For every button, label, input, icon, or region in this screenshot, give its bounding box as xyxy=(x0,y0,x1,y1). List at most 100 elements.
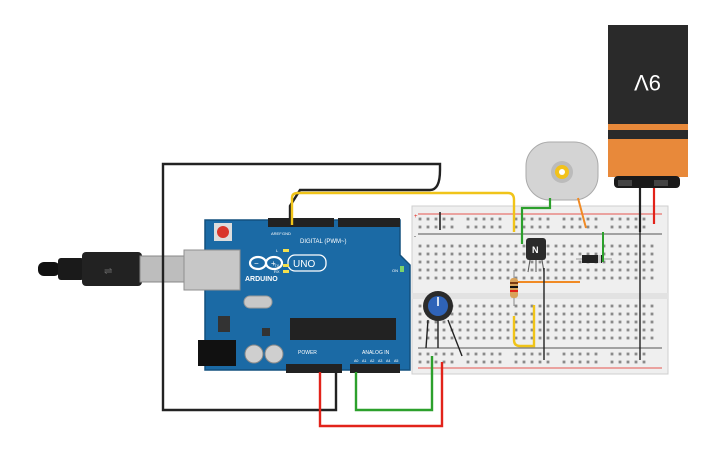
breadboard-hole[interactable] xyxy=(578,260,582,264)
breadboard-hole[interactable] xyxy=(642,336,646,340)
breadboard-hole[interactable] xyxy=(498,252,502,256)
breadboard-hole[interactable] xyxy=(498,312,502,316)
breadboard-hole[interactable] xyxy=(546,244,550,248)
breadboard-hole[interactable] xyxy=(642,304,646,308)
breadboard-hole[interactable] xyxy=(498,320,502,324)
breadboard-hole[interactable] xyxy=(554,304,558,308)
breadboard-hole[interactable] xyxy=(594,328,598,332)
breadboard-hole[interactable] xyxy=(578,252,582,256)
breadboard-hole[interactable] xyxy=(450,260,454,264)
breadboard-hole[interactable] xyxy=(586,312,590,316)
breadboard-hole[interactable] xyxy=(530,260,534,264)
breadboard-hole[interactable] xyxy=(570,336,574,340)
breadboard-hole[interactable] xyxy=(426,260,430,264)
breadboard-hole[interactable] xyxy=(514,328,518,332)
breadboard-hole[interactable] xyxy=(458,304,462,308)
resistor[interactable] xyxy=(510,270,518,306)
breadboard-hole[interactable] xyxy=(554,268,558,272)
breadboard-hole[interactable] xyxy=(546,268,550,272)
breadboard-hole[interactable] xyxy=(490,260,494,264)
breadboard-hole[interactable] xyxy=(434,252,438,256)
rail-hole[interactable] xyxy=(610,360,614,364)
breadboard-hole[interactable] xyxy=(450,244,454,248)
rail-hole[interactable] xyxy=(642,217,646,221)
breadboard-hole[interactable] xyxy=(482,304,486,308)
breadboard-hole[interactable] xyxy=(514,336,518,340)
breadboard-hole[interactable] xyxy=(466,268,470,272)
breadboard-hole[interactable] xyxy=(618,304,622,308)
breadboard-hole[interactable] xyxy=(634,336,638,340)
breadboard-hole[interactable] xyxy=(578,268,582,272)
breadboard-hole[interactable] xyxy=(602,328,606,332)
breadboard-hole[interactable] xyxy=(434,244,438,248)
breadboard-hole[interactable] xyxy=(618,276,622,280)
breadboard-hole[interactable] xyxy=(450,252,454,256)
rail-hole[interactable] xyxy=(466,352,470,356)
breadboard-hole[interactable] xyxy=(506,260,510,264)
breadboard-hole[interactable] xyxy=(546,336,550,340)
breadboard-hole[interactable] xyxy=(538,320,542,324)
breadboard-hole[interactable] xyxy=(578,304,582,308)
rail-hole[interactable] xyxy=(562,360,566,364)
breadboard-hole[interactable] xyxy=(626,328,630,332)
rail-hole[interactable] xyxy=(538,225,542,229)
breadboard-hole[interactable] xyxy=(594,276,598,280)
breadboard-hole[interactable] xyxy=(610,328,614,332)
breadboard-hole[interactable] xyxy=(610,304,614,308)
rail-hole[interactable] xyxy=(610,225,614,229)
breadboard-hole[interactable] xyxy=(618,312,622,316)
rail-hole[interactable] xyxy=(626,217,630,221)
breadboard-hole[interactable] xyxy=(450,276,454,280)
rail-hole[interactable] xyxy=(426,217,430,221)
breadboard-hole[interactable] xyxy=(418,268,422,272)
breadboard-hole[interactable] xyxy=(642,312,646,316)
rail-hole[interactable] xyxy=(490,225,494,229)
breadboard-hole[interactable] xyxy=(634,328,638,332)
rail-hole[interactable] xyxy=(562,225,566,229)
rail-hole[interactable] xyxy=(442,360,446,364)
breadboard-hole[interactable] xyxy=(458,252,462,256)
breadboard-hole[interactable] xyxy=(458,268,462,272)
breadboard-hole[interactable] xyxy=(506,320,510,324)
rail-hole[interactable] xyxy=(514,225,518,229)
rail-hole[interactable] xyxy=(514,360,518,364)
breadboard-hole[interactable] xyxy=(466,244,470,248)
breadboard-hole[interactable] xyxy=(594,304,598,308)
breadboard-hole[interactable] xyxy=(626,260,630,264)
breadboard-hole[interactable] xyxy=(458,276,462,280)
breadboard-hole[interactable] xyxy=(474,320,478,324)
breadboard-hole[interactable] xyxy=(602,268,606,272)
breadboard-hole[interactable] xyxy=(474,304,478,308)
breadboard-hole[interactable] xyxy=(490,328,494,332)
rail-hole[interactable] xyxy=(618,360,622,364)
rail-hole[interactable] xyxy=(474,225,478,229)
breadboard-hole[interactable] xyxy=(562,304,566,308)
rail-hole[interactable] xyxy=(418,217,422,221)
rail-hole[interactable] xyxy=(450,352,454,356)
breadboard-hole[interactable] xyxy=(450,268,454,272)
breadboard-hole[interactable] xyxy=(474,336,478,340)
breadboard-hole[interactable] xyxy=(426,244,430,248)
rail-hole[interactable] xyxy=(570,360,574,364)
breadboard-hole[interactable] xyxy=(546,276,550,280)
rail-hole[interactable] xyxy=(562,352,566,356)
breadboard-hole[interactable] xyxy=(514,244,518,248)
breadboard-hole[interactable] xyxy=(618,320,622,324)
breadboard-hole[interactable] xyxy=(578,320,582,324)
breadboard-hole[interactable] xyxy=(538,268,542,272)
rail-hole[interactable] xyxy=(522,217,526,221)
rail-hole[interactable] xyxy=(474,352,478,356)
rail-hole[interactable] xyxy=(538,352,542,356)
breadboard-hole[interactable] xyxy=(418,312,422,316)
breadboard-hole[interactable] xyxy=(530,320,534,324)
wire-motor-green[interactable] xyxy=(520,198,552,244)
breadboard-hole[interactable] xyxy=(418,276,422,280)
breadboard-hole[interactable] xyxy=(610,260,614,264)
breadboard-hole[interactable] xyxy=(634,252,638,256)
breadboard-hole[interactable] xyxy=(546,260,550,264)
rail-hole[interactable] xyxy=(498,225,502,229)
breadboard-hole[interactable] xyxy=(594,244,598,248)
breadboard-hole[interactable] xyxy=(434,320,438,324)
breadboard-hole[interactable] xyxy=(474,276,478,280)
